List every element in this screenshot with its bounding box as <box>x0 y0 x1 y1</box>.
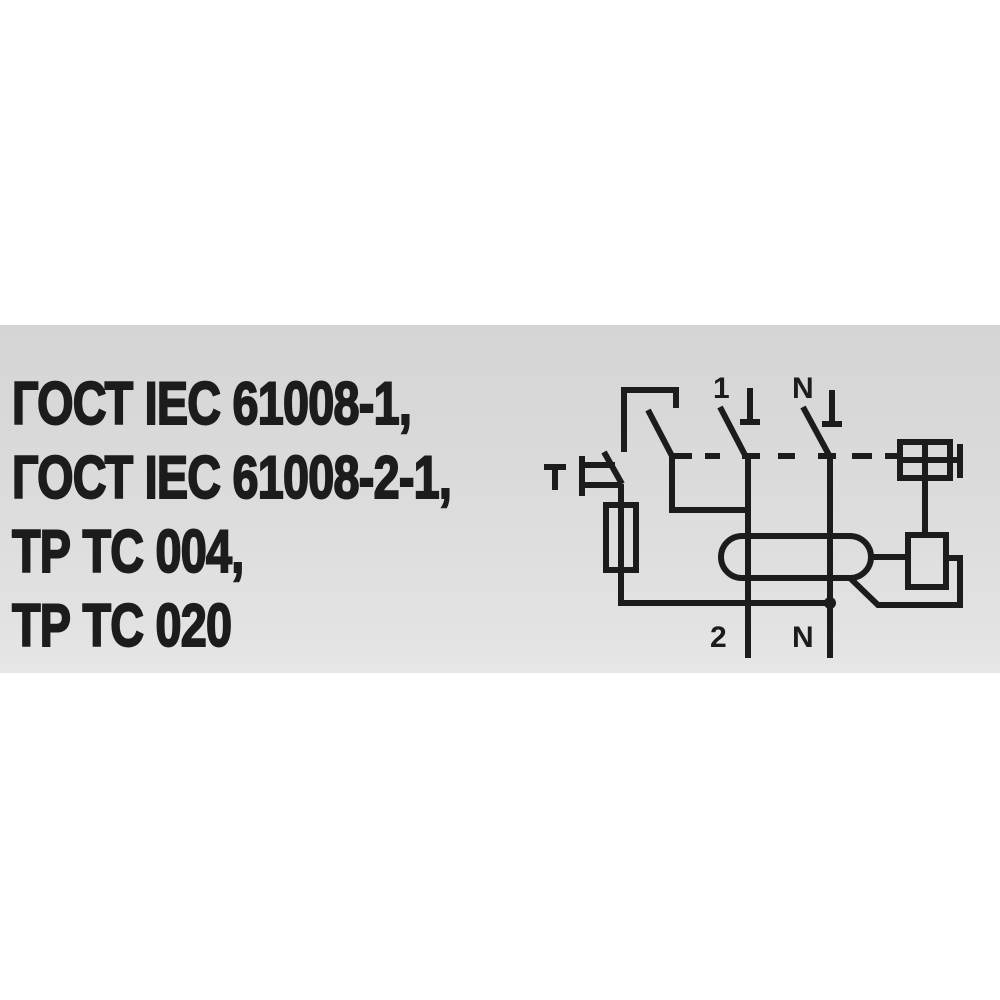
terminal-label-2: 2 <box>710 621 727 654</box>
standard-line: ГОСТ IEC 61008-2-1, <box>11 443 452 512</box>
standard-line: ТР ТС 004, <box>11 517 245 586</box>
standards-list: ГОСТ IEC 61008-1, ГОСТ IEC 61008-2-1, ТР… <box>11 367 575 663</box>
product-label: ГОСТ IEC 61008-1, ГОСТ IEC 61008-2-1, ТР… <box>0 325 1000 673</box>
rccb-schematic-icon: 1 N 2 N <box>544 372 963 658</box>
terminal-label-n-top: N <box>792 372 814 405</box>
terminal-label-n-bottom: N <box>792 621 814 654</box>
standard-line: ГОСТ IEC 61008-1, <box>11 369 412 438</box>
standard-line: ТР ТС 020 <box>11 591 233 660</box>
terminal-label-1: 1 <box>713 372 730 405</box>
circuit-diagram: 1 N 2 N <box>520 360 980 670</box>
